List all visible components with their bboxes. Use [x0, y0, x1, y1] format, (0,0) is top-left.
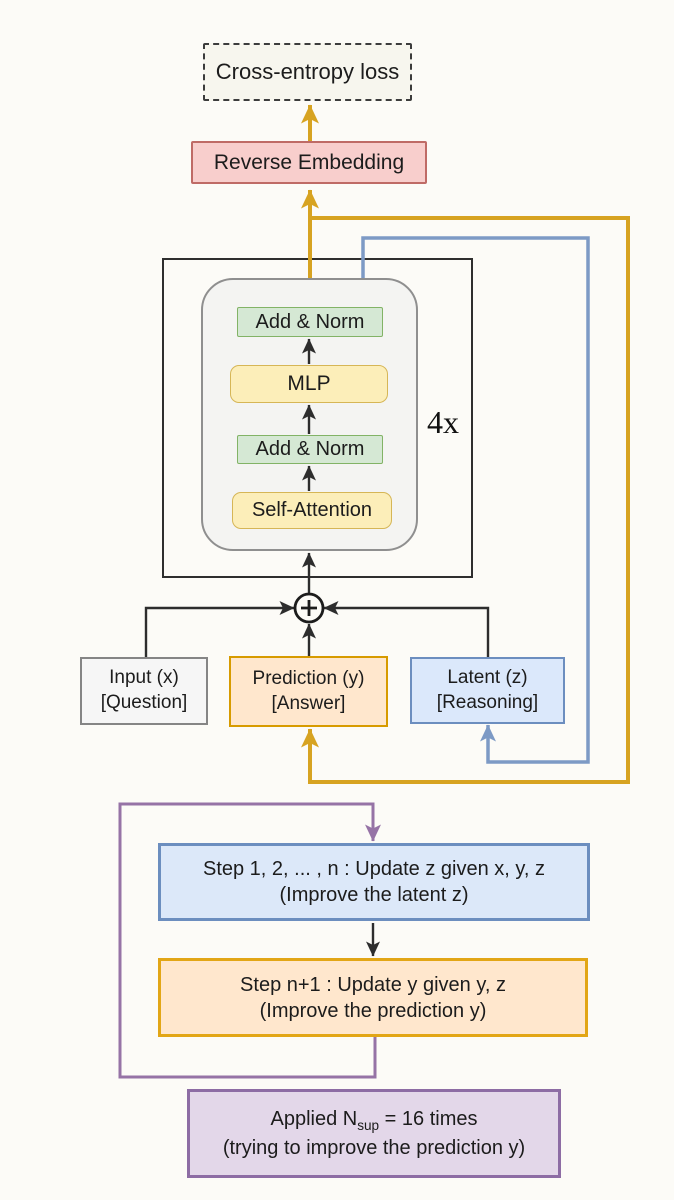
latent-z-sublabel: [Reasoning]: [436, 691, 539, 713]
applied-times-label: Applied Nsup = 16 times: [270, 1108, 478, 1134]
update-y-step-sublabel: (Improve the prediction y): [259, 999, 487, 1022]
applied-times-box: Applied Nsup = 16 times (trying to impro…: [187, 1089, 561, 1178]
update-y-step-box: Step n+1 : Update y given y, z (Improve …: [158, 958, 588, 1037]
prediction-y-sublabel: [Answer]: [271, 692, 346, 714]
sum-plus-circle-icon: [293, 592, 325, 624]
input-x-box: Input (x) [Question]: [80, 657, 208, 725]
latent-to-sum-arrow: [323, 601, 490, 657]
add-norm-label: Add & Norm: [255, 438, 365, 460]
mlp-label: MLP: [287, 372, 331, 395]
add-norm-layer-top: Add & Norm: [237, 307, 383, 337]
repeat-count-label: 4x: [427, 403, 459, 440]
latent-z-label: Latent (z): [447, 666, 528, 688]
update-z-step-box: Step 1, 2, ... , n : Update z given x, y…: [158, 843, 590, 921]
latent-z-box: Latent (z) [Reasoning]: [410, 657, 565, 724]
add-norm-layer-bottom: Add & Norm: [237, 435, 383, 464]
cross-entropy-loss-label: Cross-entropy loss: [215, 58, 400, 84]
prediction-y-label: Prediction (y): [252, 667, 365, 689]
n-sup-subscript: sup: [357, 1118, 380, 1134]
self-attention-layer: Self-Attention: [232, 492, 392, 529]
prediction-y-box: Prediction (y) [Answer]: [229, 656, 388, 727]
applied-times-sublabel: (trying to improve the prediction y): [222, 1136, 526, 1159]
update-z-step-sublabel: (Improve the latent z): [279, 884, 469, 906]
add-norm-label: Add & Norm: [255, 310, 365, 333]
update-z-step-label: Step 1, 2, ... , n : Update z given x, y…: [202, 858, 546, 880]
reverse-embedding-box: Reverse Embedding: [191, 141, 427, 184]
update-y-step-label: Step n+1 : Update y given y, z: [240, 973, 506, 996]
cross-entropy-loss-box: Cross-entropy loss: [203, 43, 412, 101]
self-attention-label: Self-Attention: [251, 499, 373, 521]
input-x-sublabel: [Question]: [100, 692, 188, 713]
input-to-sum-arrow: [144, 601, 295, 657]
reverse-embedding-label: Reverse Embedding: [213, 150, 405, 174]
input-x-label: Input (x): [109, 667, 179, 689]
mlp-layer: MLP: [230, 365, 388, 403]
